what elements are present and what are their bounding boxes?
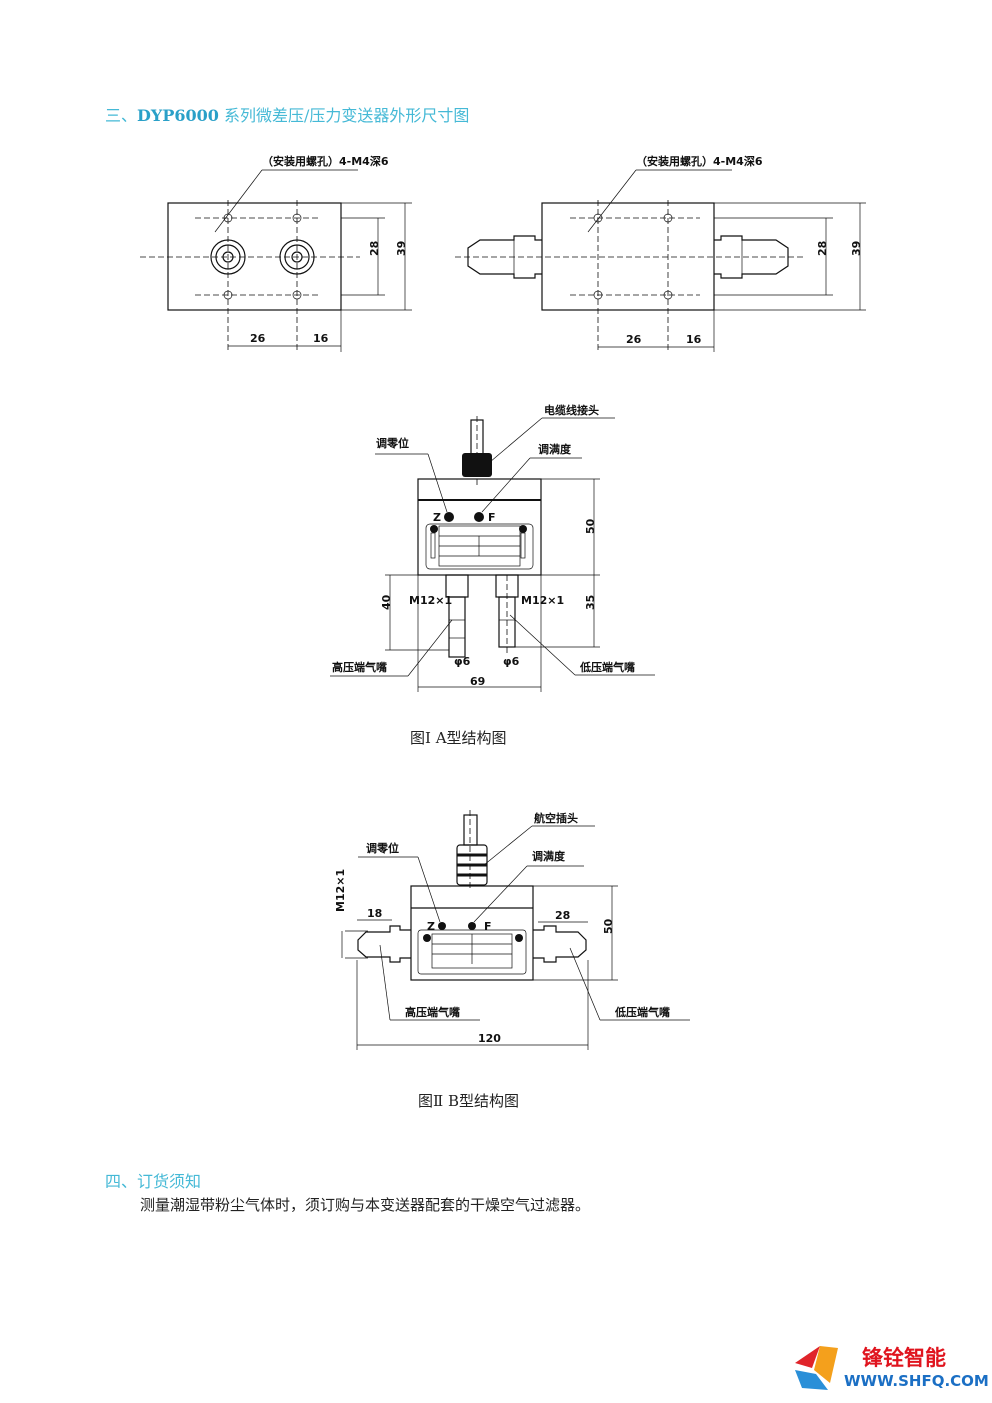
span-adjust-label: 调满度 bbox=[538, 442, 572, 456]
dim-35: 35 bbox=[584, 595, 597, 610]
mount-hole-label: （安装用螺孔）4-M4深6 bbox=[636, 154, 763, 168]
thread-right-label: M12×1 bbox=[521, 594, 564, 607]
dim-50: 50 bbox=[602, 918, 615, 934]
logo-mark-icon bbox=[795, 1346, 838, 1390]
mount-hole-label: （安装用螺孔）4-M4深6 bbox=[262, 154, 389, 168]
top-left-drawing: （安装用螺孔）4-M4深6 28 39 26 16 bbox=[140, 154, 412, 352]
ordering-note: 测量潮湿带粉尘气体时，须订购与本变送器配套的干燥空气过滤器。 bbox=[140, 1196, 591, 1214]
figure-b-drawing: Z F 航空插头 调零位 调满度 M12×1 18 28 50 高压端气嘴 bbox=[334, 810, 690, 1050]
cable-connector-label: 电缆线接头 bbox=[544, 403, 599, 417]
low-port-label: 低压端气嘴 bbox=[614, 1005, 670, 1019]
z-label: Z bbox=[427, 920, 435, 933]
aviation-plug-label: 航空插头 bbox=[534, 811, 578, 825]
zero-adjust-label: 调零位 bbox=[366, 841, 399, 855]
dim-16: 16 bbox=[686, 333, 702, 346]
logo-name: 锋铨智能 bbox=[862, 1346, 946, 1370]
dim-28: 28 bbox=[816, 241, 829, 256]
dia-right-label: φ6 bbox=[503, 655, 520, 668]
section-4-heading: 四、订货须知 bbox=[105, 1172, 202, 1191]
dim-26: 26 bbox=[626, 333, 642, 346]
figure-a-caption: 图Ⅰ A型结构图 bbox=[410, 729, 507, 747]
top-right-drawing: （安装用螺孔）4-M4深6 28 39 26 16 bbox=[455, 154, 866, 352]
dim-26: 26 bbox=[250, 332, 266, 345]
dim-16: 16 bbox=[313, 332, 329, 345]
dim-50: 50 bbox=[584, 518, 597, 534]
figure-a-drawing: Z F 电缆线接头 调零位 调满度 M12×1 M12×1 φ6 φ6 高压端气… bbox=[330, 403, 655, 692]
company-logo: 锋铨智能 WWW.SHFQ.COM bbox=[790, 1338, 990, 1398]
dim-40: 40 bbox=[380, 594, 393, 610]
section-3-heading: 三、DYP6000 系列微差压/压力变送器外形尺寸图 bbox=[105, 106, 470, 125]
zero-adjust-label: 调零位 bbox=[376, 436, 409, 450]
low-port-label: 低压端气嘴 bbox=[579, 660, 635, 674]
dim-39: 39 bbox=[395, 241, 408, 256]
dim-39: 39 bbox=[850, 241, 863, 256]
dim-18: 18 bbox=[367, 907, 382, 920]
dim-28: 28 bbox=[368, 241, 381, 256]
high-port-label: 高压端气嘴 bbox=[405, 1005, 460, 1019]
logo-url: WWW.SHFQ.COM bbox=[844, 1372, 989, 1390]
dim-28: 28 bbox=[555, 909, 570, 922]
f-label: F bbox=[484, 920, 492, 933]
high-port-label: 高压端气嘴 bbox=[332, 660, 387, 674]
dim-69: 69 bbox=[470, 675, 485, 688]
figure-b-caption: 图Ⅱ B型结构图 bbox=[418, 1092, 519, 1110]
f-label: F bbox=[488, 511, 496, 524]
dim-120: 120 bbox=[478, 1032, 501, 1045]
z-label: Z bbox=[433, 511, 441, 524]
thread-label: M12×1 bbox=[334, 869, 347, 912]
dia-left-label: φ6 bbox=[454, 655, 471, 668]
thread-left-label: M12×1 bbox=[409, 594, 452, 607]
span-adjust-label: 调满度 bbox=[532, 849, 566, 863]
